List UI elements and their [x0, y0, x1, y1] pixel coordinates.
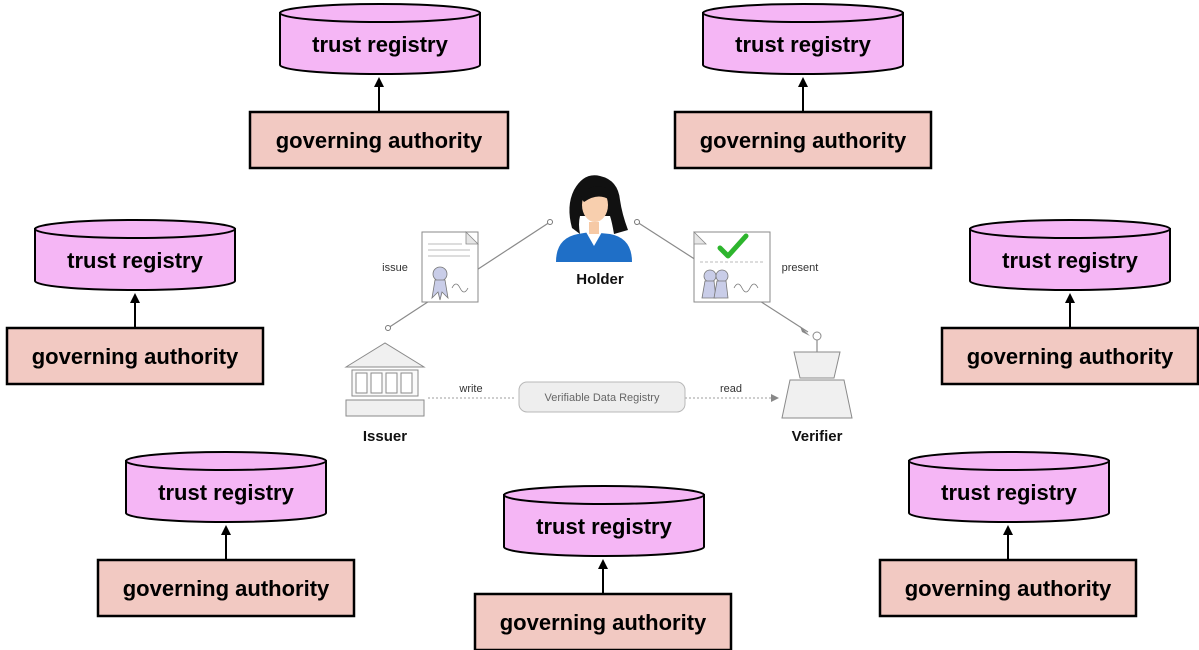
trust-registry-cylinder	[503, 494, 705, 557]
trust-registry-label: trust registry	[67, 248, 203, 273]
turnstile-icon	[781, 331, 853, 419]
trust-triangle: Holder issue present	[344, 175, 853, 445]
trust-group: trust registry governing authority	[878, 451, 1138, 618]
trust-registry-label: trust registry	[158, 480, 294, 505]
governing-authority-label: governing authority	[967, 344, 1174, 369]
trust-registry-top	[702, 3, 904, 23]
governing-authority-box	[673, 110, 933, 170]
trust-group: trust registry governing authority	[5, 219, 265, 386]
issuer-label: Issuer	[363, 428, 407, 445]
trust-group: trust registry governing authority	[673, 3, 933, 170]
verifiable-data-registry	[518, 381, 686, 413]
trust-registry-top	[34, 219, 236, 239]
governing-authority-box	[96, 558, 356, 618]
verifier-label: Verifier	[792, 428, 843, 445]
verifiable-data-registry-label: Verifiable Data Registry	[545, 392, 660, 404]
bank-icon	[344, 342, 426, 417]
trust-group: trust registry governing authority	[248, 3, 510, 170]
governing-authority-box	[878, 558, 1138, 618]
trust-registry-top	[908, 451, 1110, 471]
governing-authority-label: governing authority	[32, 344, 239, 369]
checkmark-icon	[717, 233, 749, 259]
trust-registry-top	[503, 485, 705, 505]
trust-group: trust registry governing authority	[940, 219, 1199, 386]
trust-registry-cylinder	[908, 460, 1110, 523]
trust-registry-cylinder	[702, 12, 904, 75]
holder-label: Holder	[576, 271, 624, 288]
person-icon	[556, 175, 632, 262]
governing-authority-box	[5, 326, 265, 386]
trust-registry-label: trust registry	[1002, 248, 1138, 273]
governing-authority-box	[940, 326, 1199, 386]
trust-registry-cylinder	[34, 228, 236, 291]
trust-registry-label: trust registry	[536, 514, 672, 539]
governing-authority-label: governing authority	[276, 128, 483, 153]
trust-registry-top	[125, 451, 327, 471]
trust-registry-label: trust registry	[735, 32, 871, 57]
present-label: present	[782, 262, 819, 274]
issue-label: issue	[382, 262, 408, 274]
read-label: read	[720, 383, 742, 395]
presentation-icon	[693, 231, 771, 303]
trust-registry-label: trust registry	[941, 480, 1077, 505]
trust-registry-cylinder	[969, 228, 1171, 291]
trust-registry-label: trust registry	[312, 32, 448, 57]
governing-authority-label: governing authority	[500, 610, 707, 635]
trust-registry-top	[969, 219, 1171, 239]
governing-authority-label: governing authority	[123, 576, 330, 601]
trust-registry-cylinder	[125, 460, 327, 523]
governing-authority-label: governing authority	[700, 128, 907, 153]
governing-authority-box	[473, 592, 733, 650]
governing-authority-box	[248, 110, 510, 170]
trust-group: trust registry governing authority	[96, 451, 356, 618]
trust-registry-cylinder	[279, 12, 481, 75]
credential-icon	[421, 231, 479, 303]
write-label: write	[458, 383, 482, 395]
trust-registry-top	[279, 3, 481, 23]
trust-group: trust registry governing authority	[473, 485, 733, 650]
governing-authority-label: governing authority	[905, 576, 1112, 601]
